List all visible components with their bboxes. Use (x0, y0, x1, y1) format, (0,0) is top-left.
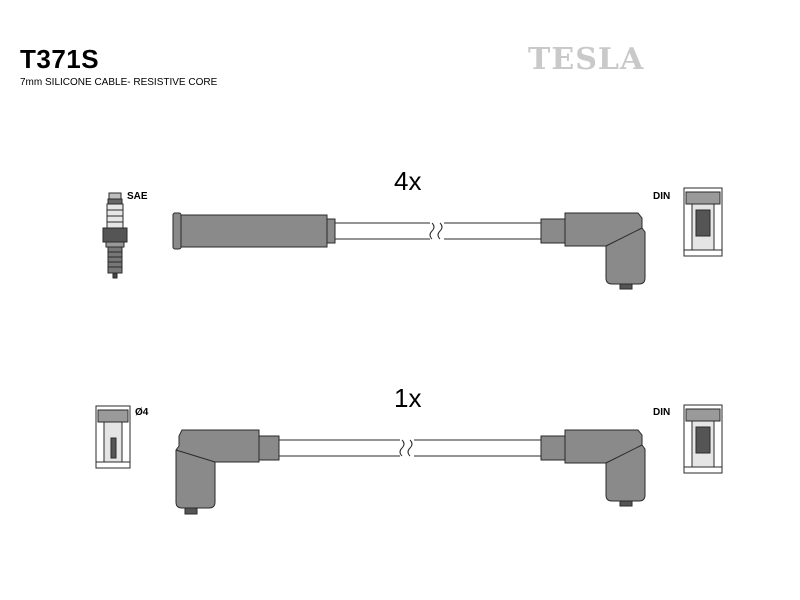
spark-plug-icon (102, 192, 128, 279)
top-lead-quantity: 4x (394, 166, 422, 196)
part-number: T371S (20, 44, 100, 74)
top-lead-angled-boot (540, 212, 646, 290)
din-terminal-icon-bottom (683, 404, 723, 474)
diameter-4-terminal-icon (95, 405, 131, 469)
din-terminal-label-bottom: DIN (653, 407, 671, 418)
brand-logo: TESLA (528, 42, 645, 77)
top-lead-cable (335, 222, 541, 240)
bottom-lead-left-angled-boot (175, 429, 280, 515)
sae-terminal-label: SAE (127, 191, 148, 202)
din-terminal-label-top: DIN (653, 191, 671, 202)
cable-description: 7mm SILICONE CABLE- RESISTIVE CORE (20, 77, 218, 88)
bottom-lead-cable (279, 439, 541, 457)
bottom-lead-quantity: 1x (394, 383, 422, 413)
diameter-terminal-label: Ø4 (135, 407, 149, 418)
din-terminal-icon-top (683, 187, 723, 257)
top-lead-straight-boot (172, 212, 336, 250)
bottom-lead-right-angled-boot (540, 429, 646, 507)
